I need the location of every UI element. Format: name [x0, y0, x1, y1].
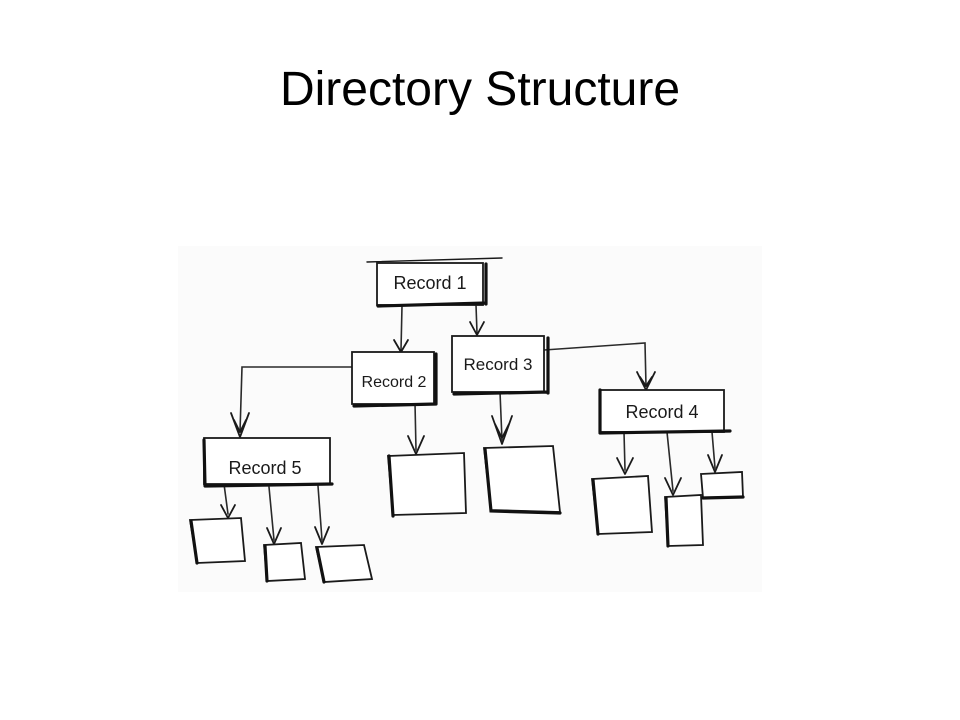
leaf-box-r2	[387, 452, 467, 518]
connector-record-5-to-leaf-3	[317, 485, 323, 541]
arrowhead-leaf-r4-2	[664, 477, 682, 496]
connector-record-2-to-leaf	[414, 402, 417, 451]
leaf-box-r4-2	[664, 494, 704, 548]
slide-title: Directory Structure	[279, 63, 681, 116]
connector-record-4-to-leaf-1	[623, 431, 626, 471]
leaf-box-r5-2	[263, 542, 306, 583]
leaf-box-r3	[482, 445, 562, 515]
arrowhead-leaf-r4-3	[707, 454, 723, 473]
arrowhead-leaf-r4-1	[616, 457, 634, 475]
record-3-label: Record 3	[464, 355, 533, 374]
connector-record-3-to-leaf	[499, 391, 503, 441]
arrowhead-leaf-r3	[491, 415, 513, 445]
arrowhead-record-3	[469, 321, 485, 336]
record-4-label: Record 4	[625, 402, 698, 422]
leaf-box-r5-3	[314, 544, 374, 584]
leaf-box-r5-1	[188, 517, 246, 565]
connector-record-1-to-record-3	[475, 304, 478, 334]
connector-record-3-to-record-4	[543, 342, 647, 387]
connector-record-4-to-leaf-2	[666, 431, 674, 492]
record-2-label: Record 2	[362, 374, 427, 391]
leaf-box-r4-3	[700, 471, 745, 500]
connector-record-5-to-leaf-2	[268, 486, 275, 541]
record-3-node: Record 3	[451, 335, 550, 396]
record-5-label: Record 5	[228, 458, 301, 478]
record-1-label: Record 1	[393, 273, 466, 293]
record-5-node: Record 5	[202, 437, 334, 488]
arrowhead-leaf-r5-3	[314, 526, 330, 545]
connector-record-4-to-leaf-3	[711, 431, 716, 469]
connector-record-1-to-record-2	[400, 305, 403, 351]
leaf-box-r4-1	[591, 475, 653, 536]
record-4-node: Record 4	[598, 388, 732, 435]
connector-record-5-to-leaf-1	[223, 483, 229, 515]
connector-record-2-to-record-5	[239, 366, 353, 433]
arrowhead-record-5	[230, 412, 250, 438]
record-1-node: Record 1	[366, 257, 503, 308]
record-2-node: Record 2	[351, 351, 438, 408]
